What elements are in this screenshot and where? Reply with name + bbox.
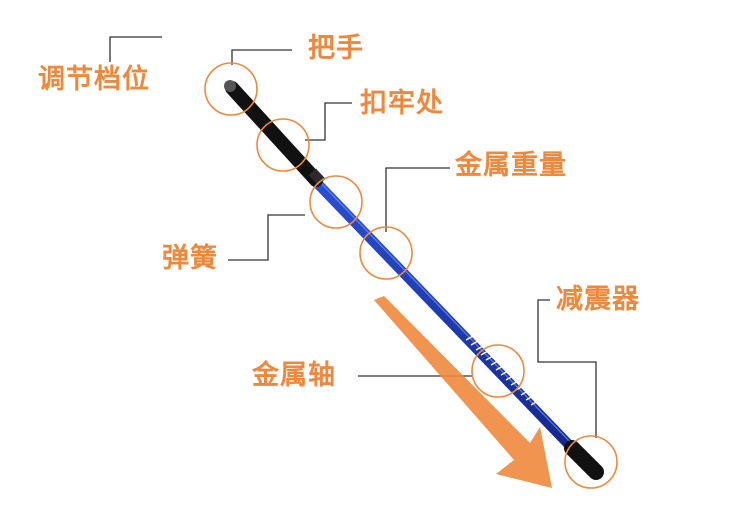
- leader-line-gear: [109, 36, 162, 62]
- highlight-circle-metal-shaft: [471, 344, 525, 398]
- highlight-circle-spring: [309, 175, 363, 229]
- label-gear: 调节档位: [38, 64, 150, 95]
- trekking-pole: [224, 80, 604, 480]
- leader-line-handle: [231, 49, 292, 65]
- label-metal-shaft: 金属轴: [252, 360, 336, 391]
- pole-shaft-highlight: [317, 179, 575, 447]
- scale-marks: [465, 335, 539, 406]
- pole-tip: [564, 440, 604, 480]
- highlight-circle-metal-weight: [359, 226, 413, 280]
- leader-line-shock-absorber: [537, 299, 597, 438]
- pole-grip: [225, 81, 323, 187]
- label-shock-absorber: 减震器: [556, 284, 640, 315]
- label-fastener: 扣牢处: [360, 88, 444, 119]
- leader-line-spring: [228, 214, 305, 261]
- leader-line-fastener: [305, 102, 352, 141]
- pole-top-cap: [224, 80, 236, 92]
- label-metal-weight: 金属重量: [455, 150, 567, 181]
- leader-line-metal-weight: [385, 167, 450, 232]
- pole-shaft: [311, 177, 577, 453]
- highlight-circle-shock-absorber: [564, 435, 618, 489]
- label-spring: 弹簧: [162, 243, 218, 274]
- direction-arrow: [374, 296, 552, 488]
- label-handle: 把手: [308, 33, 364, 64]
- highlight-circle-gear: [204, 62, 258, 116]
- highlight-circle-fastener: [256, 118, 310, 172]
